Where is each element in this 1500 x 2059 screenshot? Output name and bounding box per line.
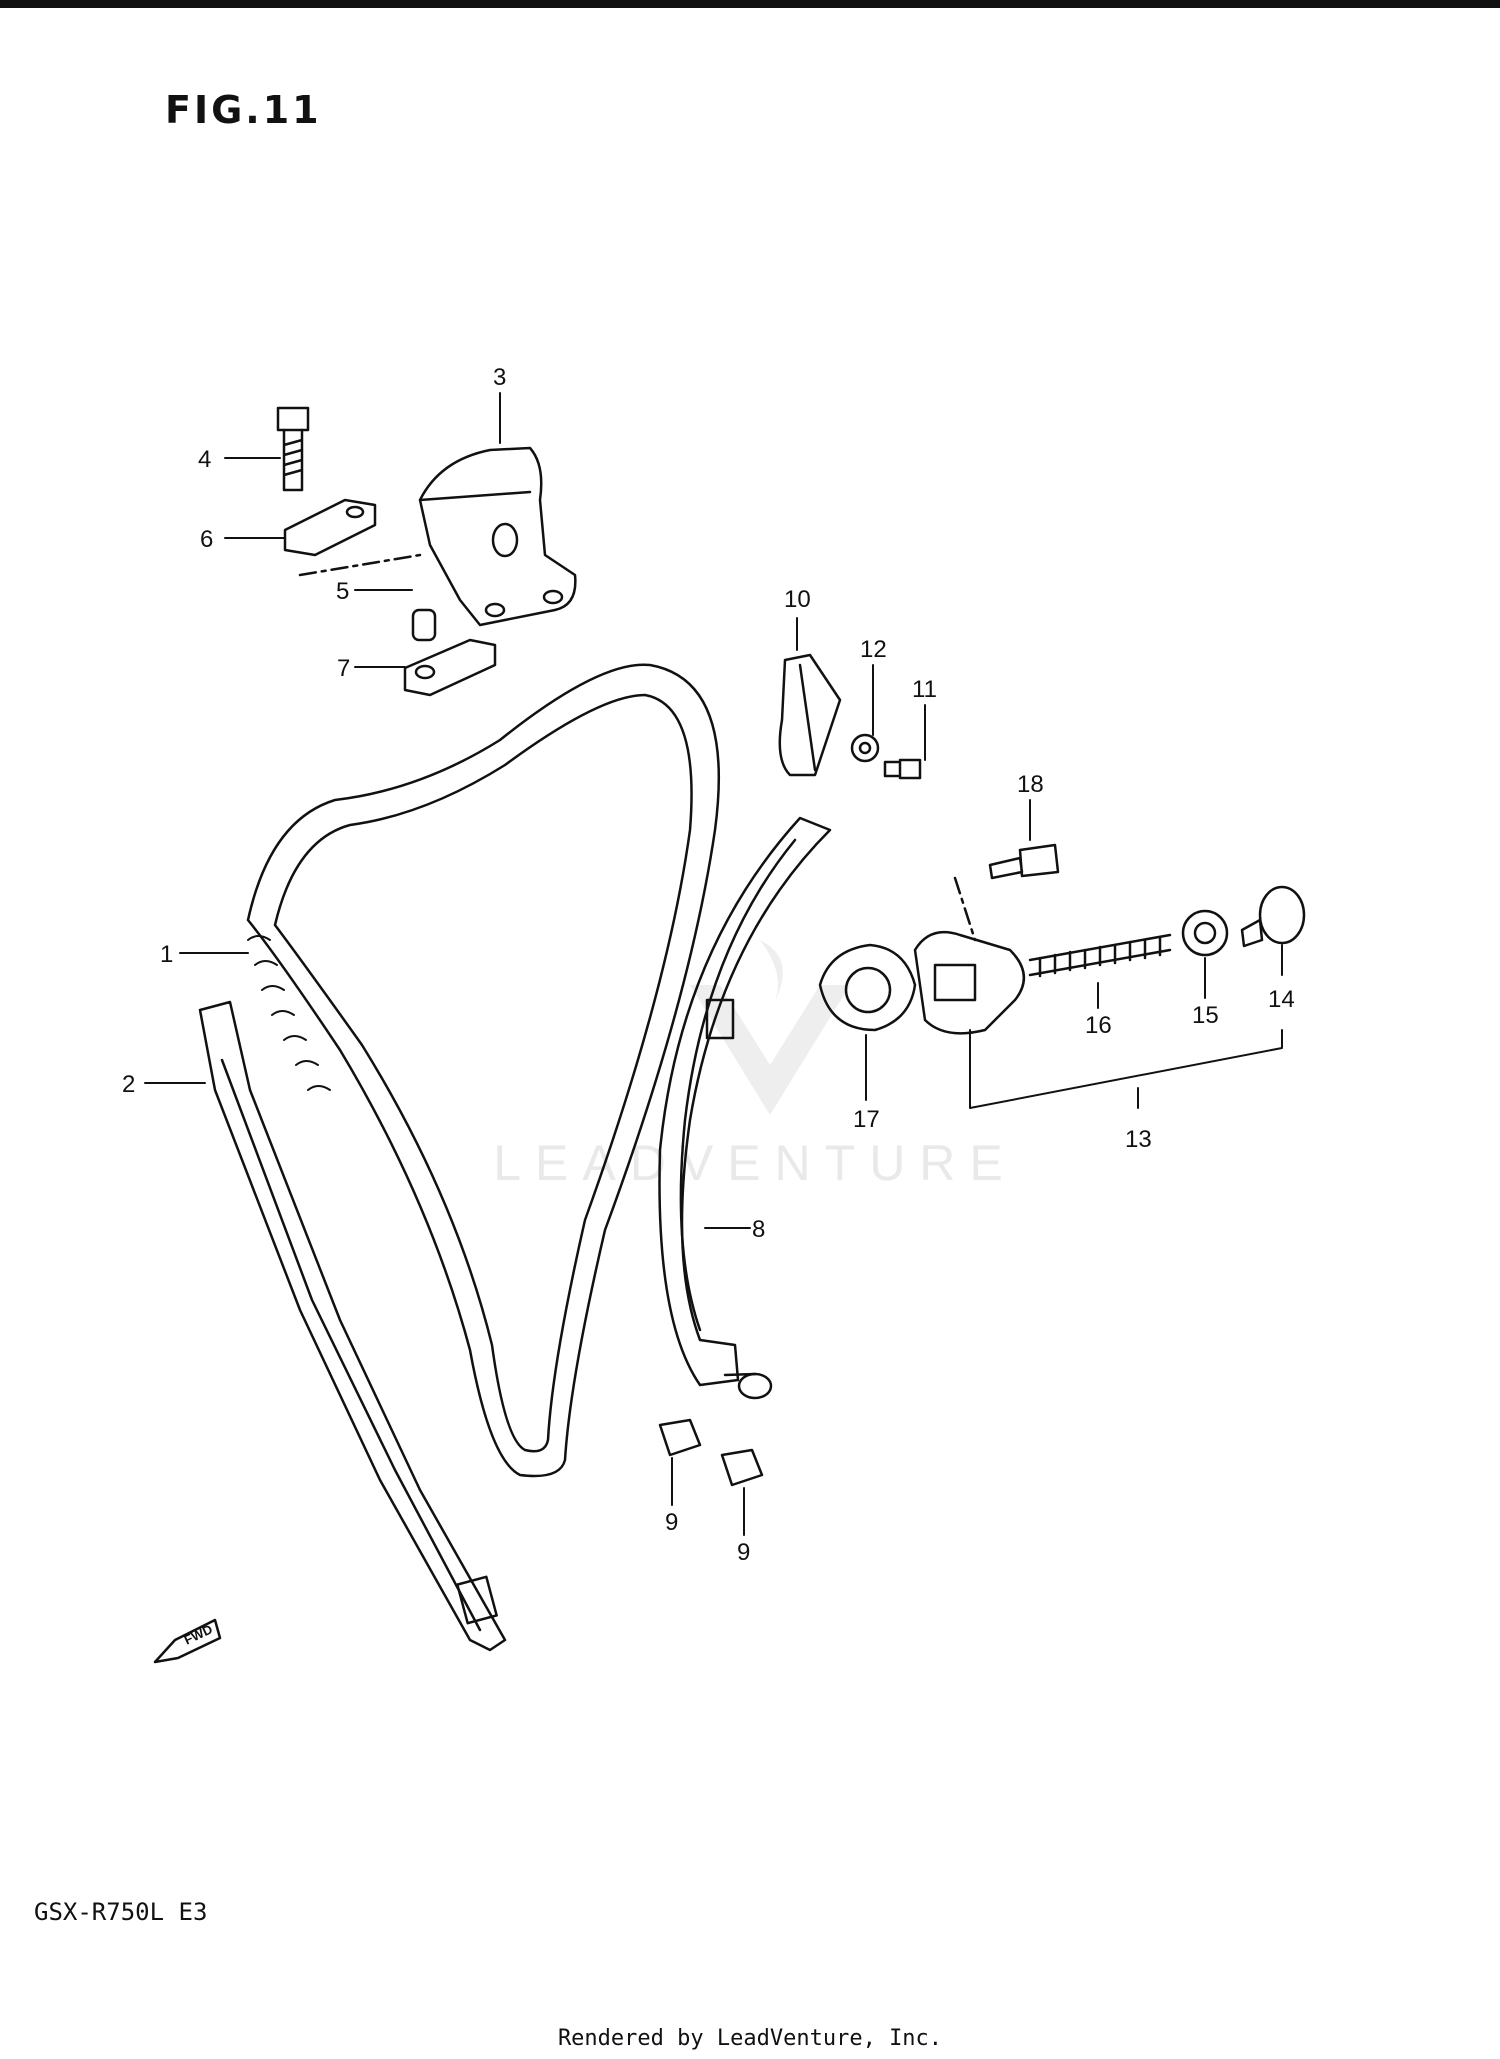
plate-upper-hole [345,505,365,519]
washer-inner [858,741,872,755]
top-guide-foot-hole-1 [484,602,506,618]
chain-guide-upper-edge [798,663,817,772]
seal-washer-inner [1193,921,1217,945]
callout-14: 14 [1268,986,1295,1013]
callout-9b: 9 [737,1539,750,1566]
tensioner-guide [658,816,832,1400]
watermark-logo [690,940,850,1115]
top-chain-guide [418,446,577,627]
small-bolt [883,758,922,780]
guide-bottom-tab [456,1575,498,1625]
damper-block-2 [720,1448,764,1487]
tensioner-leader-dash [953,876,977,942]
tensioner-guide-slot [679,838,797,1332]
callout-2: 2 [122,1071,135,1098]
pivot-pin-top [723,1372,757,1377]
callout-1: 1 [160,941,173,968]
spacer [411,608,437,642]
gasket [818,943,917,1032]
pivot-pin [737,1372,773,1400]
damper-block-1 [658,1418,702,1457]
top-guide-foot-hole-2 [542,589,564,605]
plate-upper [283,498,377,557]
callout-8: 8 [752,1216,765,1243]
spring [1028,933,1172,978]
tensioner-guide-block [705,998,735,1040]
callout-leaders [144,392,1283,1536]
chain-guide-front [198,1000,507,1652]
plate-lower-hole [414,664,436,680]
chain-guide-upper [778,653,842,777]
gasket-bore [844,966,892,1014]
bolt-head [276,406,310,432]
fwd-arrow [153,1618,222,1664]
chain-inner [273,693,693,1453]
callout-18: 18 [1017,771,1044,798]
callout-12: 12 [860,636,887,663]
watermark-text: LEADVENTURE [493,1135,1017,1191]
callout-15: 15 [1192,1002,1219,1029]
bolt [276,406,310,492]
fwd-arrow-shape [153,1618,222,1664]
top-guide-hole [491,522,519,558]
tensioner-cap-bolt [1240,918,1264,948]
callout-6: 6 [200,526,213,553]
callout-13: 13 [1125,1126,1152,1153]
model-code: GSX-R750L E3 [34,1898,208,1926]
callout-7: 7 [337,655,350,682]
tensioner-guide-body [658,816,832,1387]
plate-upper-leader [298,553,422,577]
callout-3: 3 [493,364,506,391]
top-guide-edge [418,490,532,502]
tensioner-bolt [988,843,1060,880]
callout-10: 10 [784,586,811,613]
cam-chain [246,663,721,1478]
watermark: LEADVENTURE [493,940,1017,1191]
seal-washer [1181,909,1229,957]
tensioner-assembly [818,876,1306,1035]
top-guide-body [418,446,577,627]
guide-body [198,1000,507,1652]
callout-11: 11 [912,676,937,703]
callout-16: 16 [1085,1012,1112,1039]
bolt-threads [282,428,304,492]
tensioner-cap [1258,885,1306,945]
callout-4: 4 [198,446,211,473]
washer [850,733,880,763]
tensioner-body [913,930,1025,1035]
plate-lower [403,638,497,697]
figure-title: FIG.11 [165,88,322,132]
footer-credit: Rendered by LeadVenture, Inc. [557,2026,943,2051]
top-border [0,0,1500,8]
guide-inner-line [220,1058,482,1632]
tensioner-plunger [933,963,977,1002]
callout-17: 17 [853,1106,880,1133]
callout-5: 5 [336,578,349,605]
chain-links [247,935,331,1091]
chain-outer [246,663,721,1478]
callout-labels: 1 2 3 4 5 6 7 8 9 9 10 11 12 13 14 15 16… [122,364,1295,1566]
callout-9a: 9 [665,1509,678,1536]
